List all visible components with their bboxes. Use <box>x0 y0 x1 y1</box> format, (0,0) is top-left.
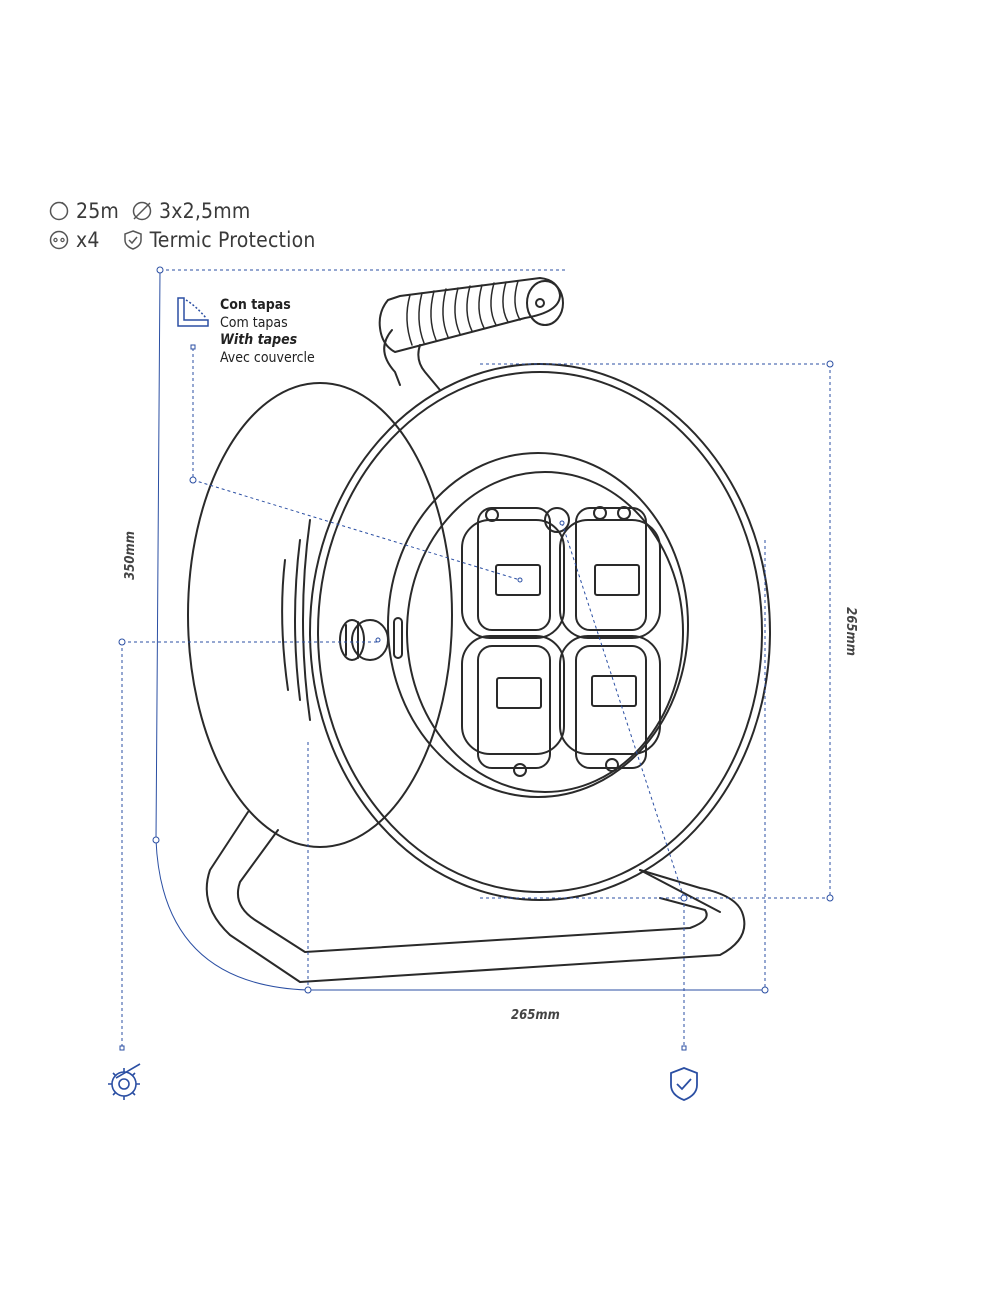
cable-drum <box>281 519 311 721</box>
socket-bottom-right <box>559 635 661 772</box>
spec-row-2: x4 Termic Protection <box>48 225 328 254</box>
callout-line-en: With tapes <box>220 332 298 348</box>
spec-section: 3x2,5mm <box>131 199 250 223</box>
front-flange <box>309 363 771 901</box>
carry-handle <box>378 277 564 391</box>
callout-line-pt: Com tapas <box>220 314 288 331</box>
base-frame <box>205 811 746 983</box>
rear-flange <box>187 382 453 848</box>
spec-length: 25m <box>48 199 119 223</box>
side-knob <box>339 617 403 661</box>
spec-sockets: x4 <box>48 228 100 252</box>
socket-top-right <box>559 506 661 639</box>
callout-line-es: Con tapas <box>220 297 291 313</box>
socket-top-left <box>461 507 565 639</box>
installation-gear-icon <box>108 1063 141 1100</box>
shield-check-icon <box>123 229 142 250</box>
cable-length-icon <box>49 201 69 220</box>
spec-length-value: 25m <box>76 198 120 223</box>
spec-row-1: 25m 3x2,5mm <box>48 196 328 225</box>
protection-shield-icon <box>670 1067 698 1101</box>
callout-line-fr: Avec couvercle <box>220 349 315 366</box>
spec-protection: Termic Protection <box>122 228 316 252</box>
spec-sockets-value: x4 <box>76 227 100 252</box>
reel-diameter-dimension-label: 265mm <box>842 607 858 656</box>
diameter-icon <box>132 201 152 220</box>
spec-section-value: 3x2,5mm <box>159 198 251 223</box>
socket-icon <box>49 230 69 249</box>
spec-protection-value: Termic Protection <box>149 227 316 252</box>
lid-callout: Con tapas Com tapas With tapes Avec couv… <box>220 297 315 367</box>
base-width-dimension-label: 265mm <box>511 1008 560 1023</box>
socket-outlets <box>461 506 661 777</box>
lid-icon <box>177 297 209 327</box>
spec-list: 25m 3x2,5mm x4 Termic Protection <box>48 196 328 254</box>
socket-bottom-left <box>461 635 565 777</box>
height-dimension-label: 350mm <box>122 531 138 580</box>
